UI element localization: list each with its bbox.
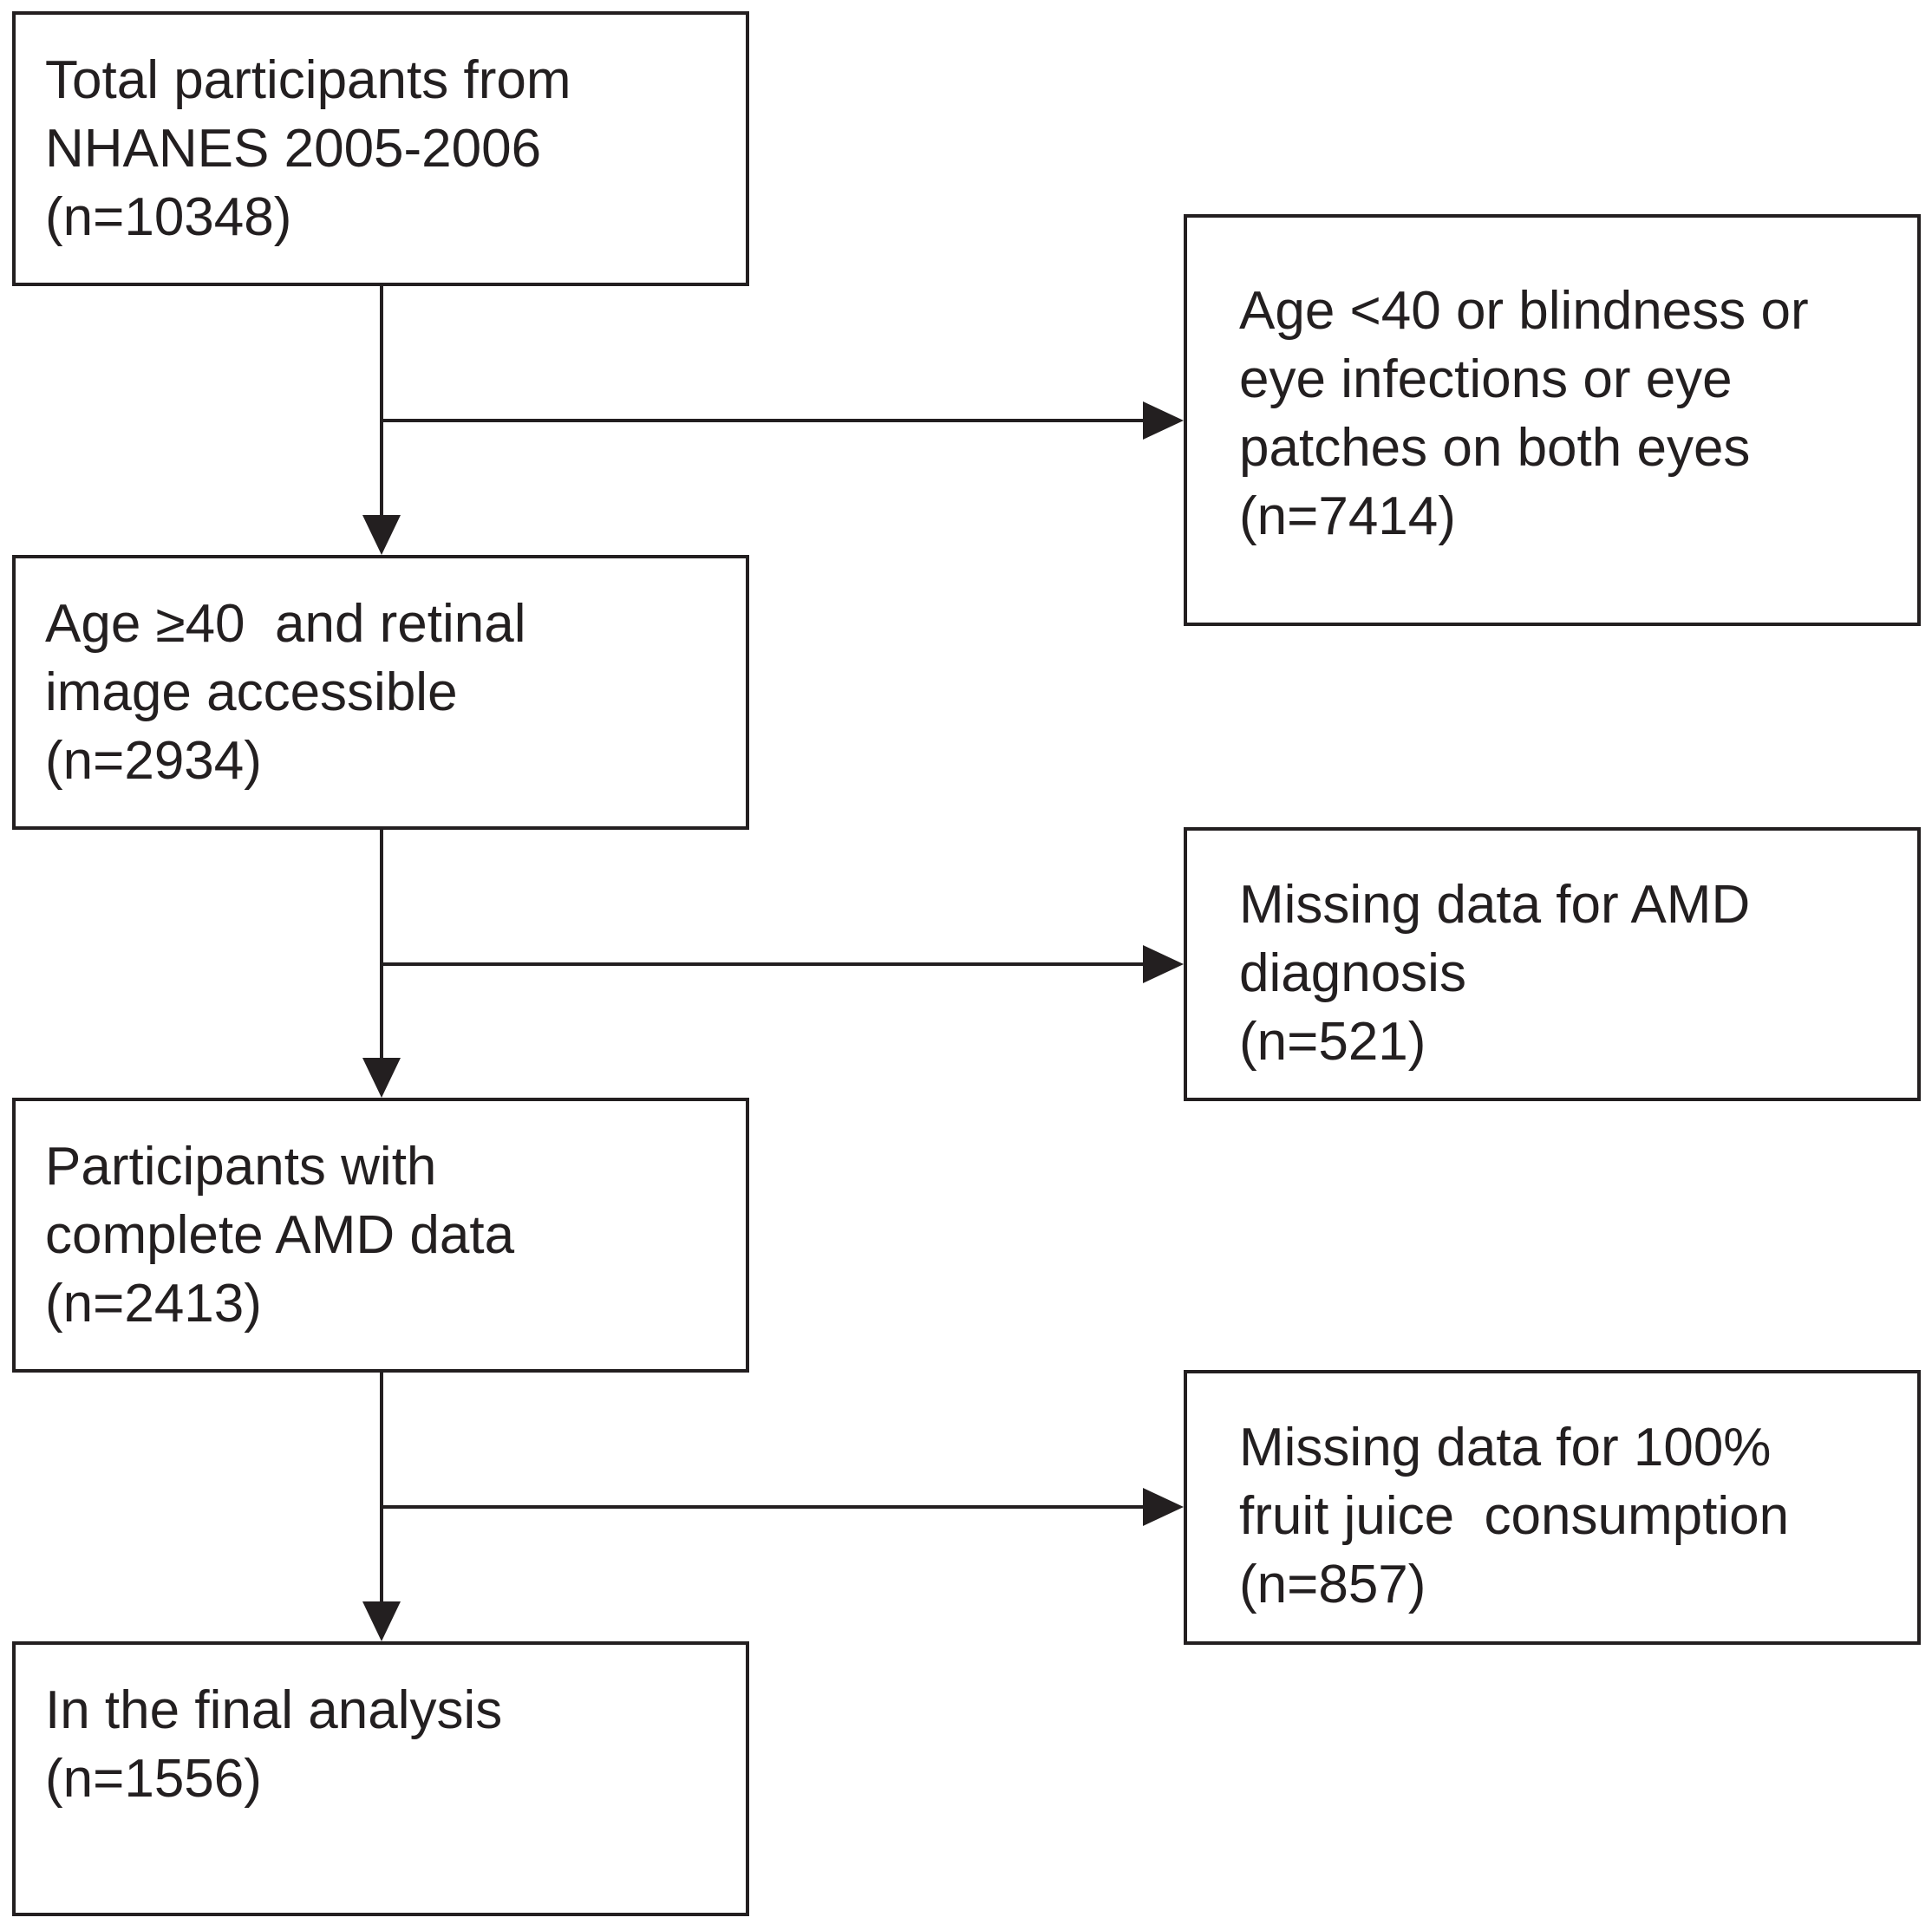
exclusion-text-line: eye infections or eye (1239, 349, 1733, 409)
arrowhead-right-excl3 (1143, 1488, 1184, 1526)
arrowhead-down-complete (362, 1058, 401, 1098)
exclusion-text-line: diagnosis (1239, 943, 1466, 1003)
exclusion-box-missing-amd: Missing data for AMD diagnosis (n=521) (1184, 827, 1921, 1101)
step-text-line: Participants with (45, 1137, 437, 1197)
exclusion-count: (n=7414) (1239, 486, 1456, 546)
arrowhead-down-final (362, 1601, 401, 1641)
exclusion-text-line: fruit juice consumption (1239, 1486, 1790, 1546)
exclusion-text-line: Missing data for 100% (1239, 1418, 1772, 1477)
exclusion-count: (n=857) (1239, 1555, 1426, 1614)
exclusion-text-line: patches on both eyes (1239, 418, 1751, 478)
step-text-line: In the final analysis (45, 1680, 503, 1740)
step-text-line: NHANES 2005-2006 (45, 119, 542, 179)
exclusion-text-line: Missing data for AMD (1239, 875, 1751, 935)
arrowhead-right-excl1 (1143, 401, 1184, 440)
arrowhead-right-excl2 (1143, 945, 1184, 983)
step-box-complete-amd: Participants with complete AMD data (n=2… (12, 1098, 749, 1373)
arrowhead-down-age40 (362, 515, 401, 555)
exclusion-text-line: Age <40 or blindness or (1239, 281, 1809, 341)
step-box-total-participants: Total participants from NHANES 2005-2006… (12, 11, 749, 286)
step-box-age-40-retinal: Age ≥40 and retinal image accessible (n=… (12, 555, 749, 830)
step-text-line: image accessible (45, 662, 458, 722)
step-count: (n=10348) (45, 187, 292, 247)
step-text-line: Age ≥40 and retinal (45, 594, 526, 654)
exclusion-box-missing-juice: Missing data for 100% fruit juice consum… (1184, 1370, 1921, 1645)
step-count: (n=2934) (45, 731, 262, 791)
step-count: (n=1556) (45, 1749, 262, 1809)
step-box-final-analysis: In the final analysis (n=1556) (12, 1641, 749, 1916)
step-count: (n=2413) (45, 1274, 262, 1334)
exclusion-box-age-blindness: Age <40 or blindness or eye infections o… (1184, 214, 1921, 626)
step-text-line: Total participants from (45, 50, 571, 110)
step-text-line: complete AMD data (45, 1205, 515, 1265)
exclusion-count: (n=521) (1239, 1012, 1426, 1072)
